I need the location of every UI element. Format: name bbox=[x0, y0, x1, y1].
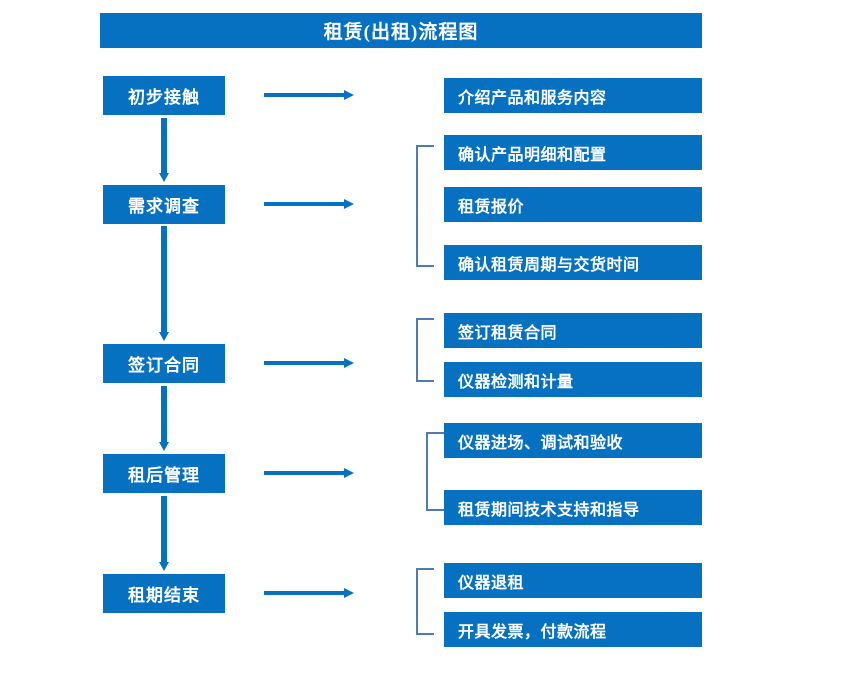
arrow-head bbox=[344, 468, 354, 478]
stage-box-2[interactable]: 需求调查 bbox=[103, 185, 225, 224]
down-arrow-icon-3 bbox=[159, 386, 169, 451]
arrow-head bbox=[159, 173, 169, 182]
arrow-shaft bbox=[161, 496, 167, 562]
detail-box-2[interactable]: 确认产品明细和配置 bbox=[444, 135, 702, 170]
arrow-shaft bbox=[264, 471, 344, 475]
detail-box-6[interactable]: 仪器检测和计量 bbox=[444, 362, 702, 397]
detail-box-5[interactable]: 签订租赁合同 bbox=[444, 313, 702, 348]
arrow-shaft bbox=[161, 226, 167, 332]
stage-box-4[interactable]: 租后管理 bbox=[103, 454, 225, 493]
detail-box-9[interactable]: 仪器退租 bbox=[444, 563, 702, 598]
right-arrow-icon-2 bbox=[264, 199, 354, 209]
arrow-head bbox=[344, 199, 354, 209]
detail-box-1[interactable]: 介绍产品和服务内容 bbox=[444, 78, 702, 113]
arrow-head bbox=[344, 358, 354, 368]
group-bracket-icon-4 bbox=[416, 568, 434, 635]
down-arrow-icon-2 bbox=[159, 226, 169, 341]
arrow-head bbox=[344, 90, 354, 100]
arrow-head bbox=[159, 332, 169, 341]
detail-box-10[interactable]: 开具发票，付款流程 bbox=[444, 612, 702, 647]
group-bracket-icon-2 bbox=[416, 318, 434, 382]
stage-box-5[interactable]: 租期结束 bbox=[103, 574, 225, 613]
right-arrow-icon-4 bbox=[264, 468, 354, 478]
detail-box-3[interactable]: 租赁报价 bbox=[444, 187, 702, 222]
arrow-shaft bbox=[264, 93, 344, 97]
arrow-shaft bbox=[264, 591, 344, 595]
down-arrow-icon-1 bbox=[159, 118, 169, 182]
page-title: 租赁(出租)流程图 bbox=[100, 13, 702, 48]
arrow-head bbox=[159, 562, 169, 571]
arrow-shaft bbox=[264, 202, 344, 206]
group-bracket-icon-3 bbox=[426, 432, 444, 511]
stage-box-3[interactable]: 签订合同 bbox=[103, 344, 225, 383]
arrow-head bbox=[159, 442, 169, 451]
arrow-shaft bbox=[161, 386, 167, 442]
detail-box-8[interactable]: 租赁期间技术支持和指导 bbox=[444, 490, 702, 525]
right-arrow-icon-5 bbox=[264, 588, 354, 598]
right-arrow-icon-3 bbox=[264, 358, 354, 368]
detail-box-7[interactable]: 仪器进场、调试和验收 bbox=[444, 423, 702, 458]
arrow-shaft bbox=[264, 361, 344, 365]
group-bracket-icon-1 bbox=[416, 145, 434, 267]
stage-box-1[interactable]: 初步接触 bbox=[103, 76, 225, 115]
down-arrow-icon-4 bbox=[159, 496, 169, 571]
arrow-head bbox=[344, 588, 354, 598]
right-arrow-icon-1 bbox=[264, 90, 354, 100]
arrow-shaft bbox=[161, 118, 167, 173]
detail-box-4[interactable]: 确认租赁周期与交货时间 bbox=[444, 245, 702, 280]
